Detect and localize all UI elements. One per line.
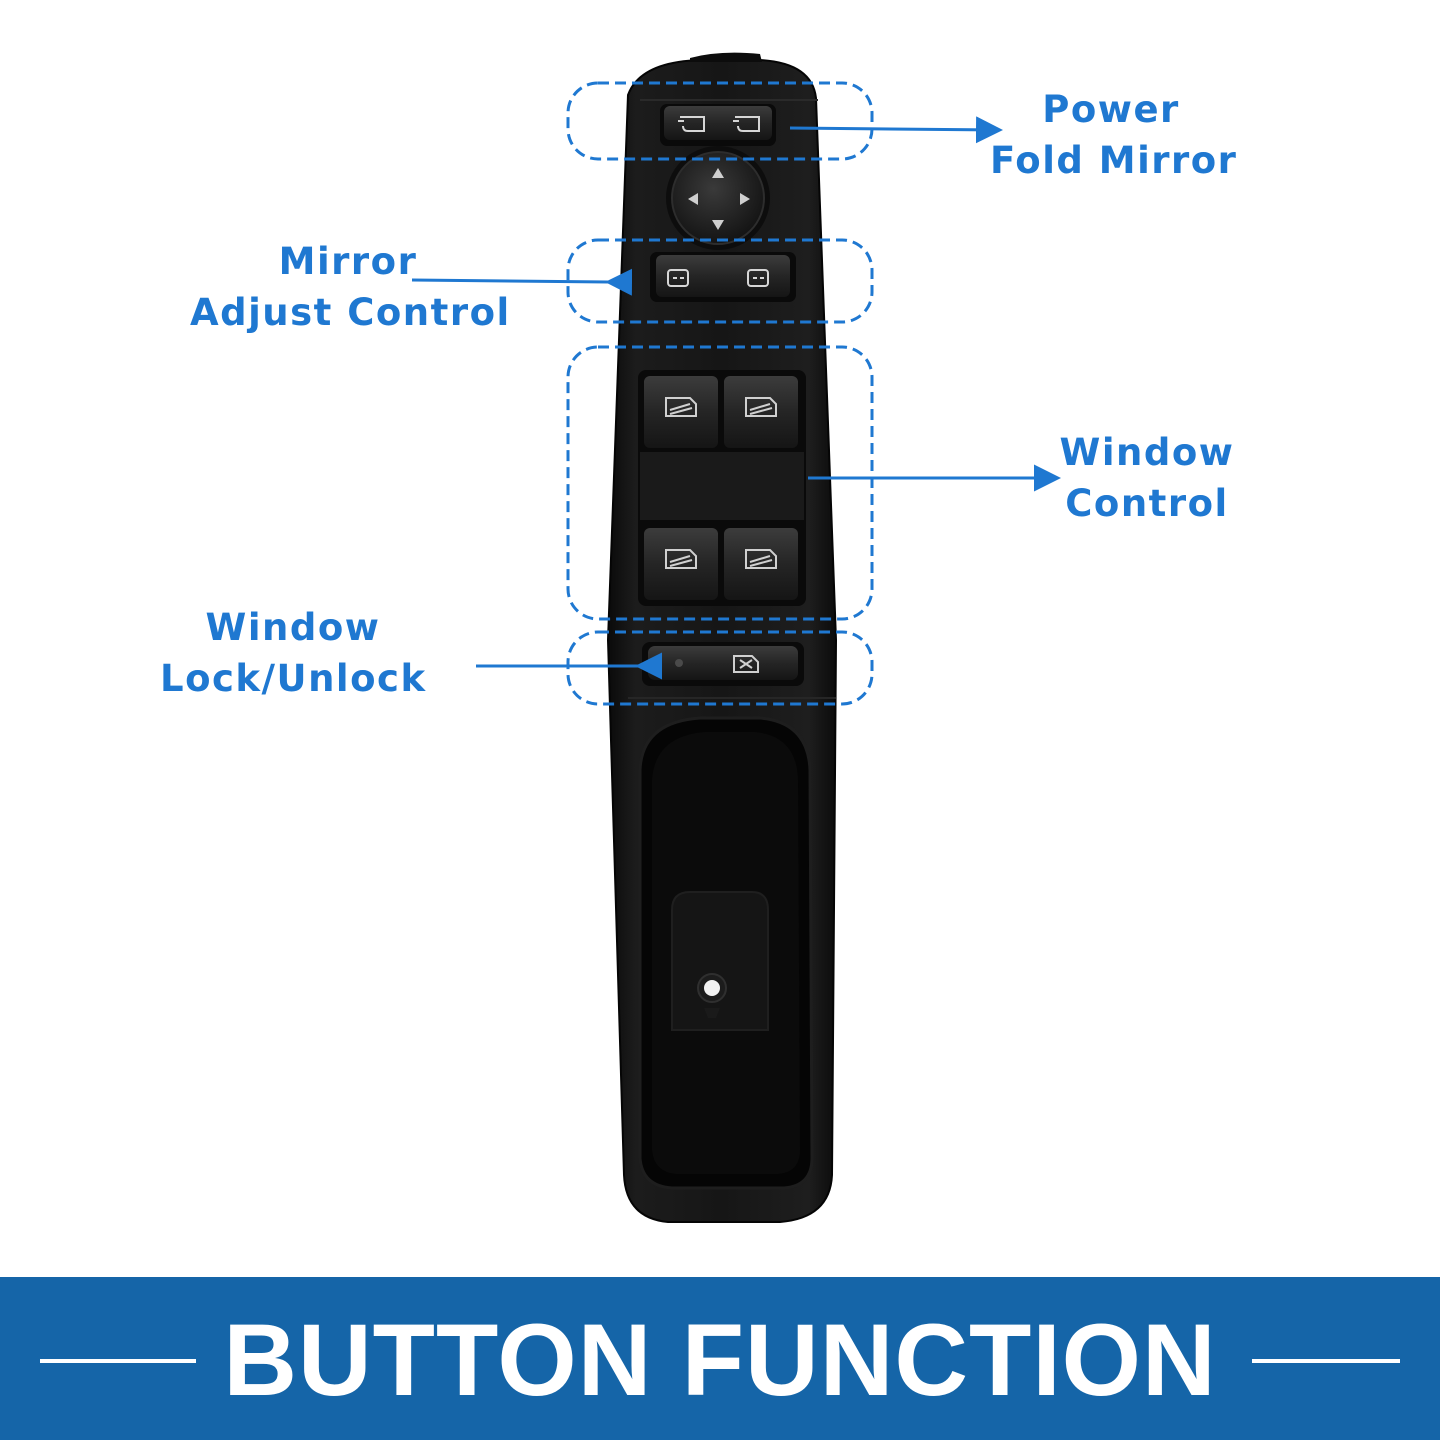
arrow-power-fold-mirror — [789, 116, 1003, 144]
mirror-joystick[interactable] — [666, 146, 770, 250]
label-power-fold-mirror: Power Fold Mirror — [990, 84, 1238, 186]
callout-arrows — [411, 116, 1061, 680]
label-mirror-adjust-control-line2: Adjust Control — [190, 291, 511, 334]
window-switch-front-right[interactable] — [724, 376, 798, 448]
label-window-control: Window Control — [1058, 427, 1236, 529]
window-switch-rear-left[interactable] — [644, 528, 718, 600]
label-mirror-adjust-control: Mirror Adjust Control — [190, 236, 511, 338]
label-window-control-line2: Control — [1065, 482, 1229, 525]
lock-indicator-led — [675, 659, 683, 667]
banner-rule-left — [40, 1359, 196, 1363]
window-switch-icon — [745, 549, 777, 569]
label-power-fold-mirror-line1: Power — [1042, 88, 1180, 131]
frame-window-lock — [566, 630, 874, 706]
label-window-lock-unlock-line2: Lock/Unlock — [160, 657, 427, 700]
window-switch-front-left[interactable] — [644, 376, 718, 448]
fold-mirror-button[interactable] — [660, 104, 776, 146]
frame-mirror-adjust — [566, 238, 874, 324]
label-power-fold-mirror-line2: Fold Mirror — [990, 139, 1238, 182]
window-lock-button[interactable] — [642, 642, 804, 686]
frame-power-fold-mirror — [566, 81, 874, 161]
mirror-select-button[interactable] — [650, 252, 796, 302]
title-banner: BUTTON FUNCTION — [0, 1277, 1440, 1440]
label-mirror-adjust-control-line1: Mirror — [278, 240, 418, 283]
switch-panel — [606, 52, 838, 1223]
mirror-select-icon — [667, 269, 769, 287]
banner-rule-right — [1252, 1359, 1400, 1363]
label-window-lock-unlock: Window Lock/Unlock — [160, 602, 426, 704]
window-lock-icon — [733, 655, 759, 673]
window-switch-icon — [745, 397, 777, 417]
banner-title: BUTTON FUNCTION — [223, 1303, 1217, 1417]
arrow-mirror-adjust — [411, 268, 633, 296]
direction-arrow-icon — [688, 168, 750, 230]
callout-frames — [566, 81, 874, 706]
window-switch-icon — [665, 549, 697, 569]
frame-window-control — [566, 345, 874, 621]
door-pull-recess — [638, 716, 814, 1190]
label-window-control-line1: Window — [1059, 431, 1235, 474]
mirror-fold-icon — [678, 116, 760, 132]
label-window-lock-unlock-line1: Window — [205, 606, 381, 649]
window-switch-icon — [665, 397, 697, 417]
window-switch-rear-right[interactable] — [724, 528, 798, 600]
